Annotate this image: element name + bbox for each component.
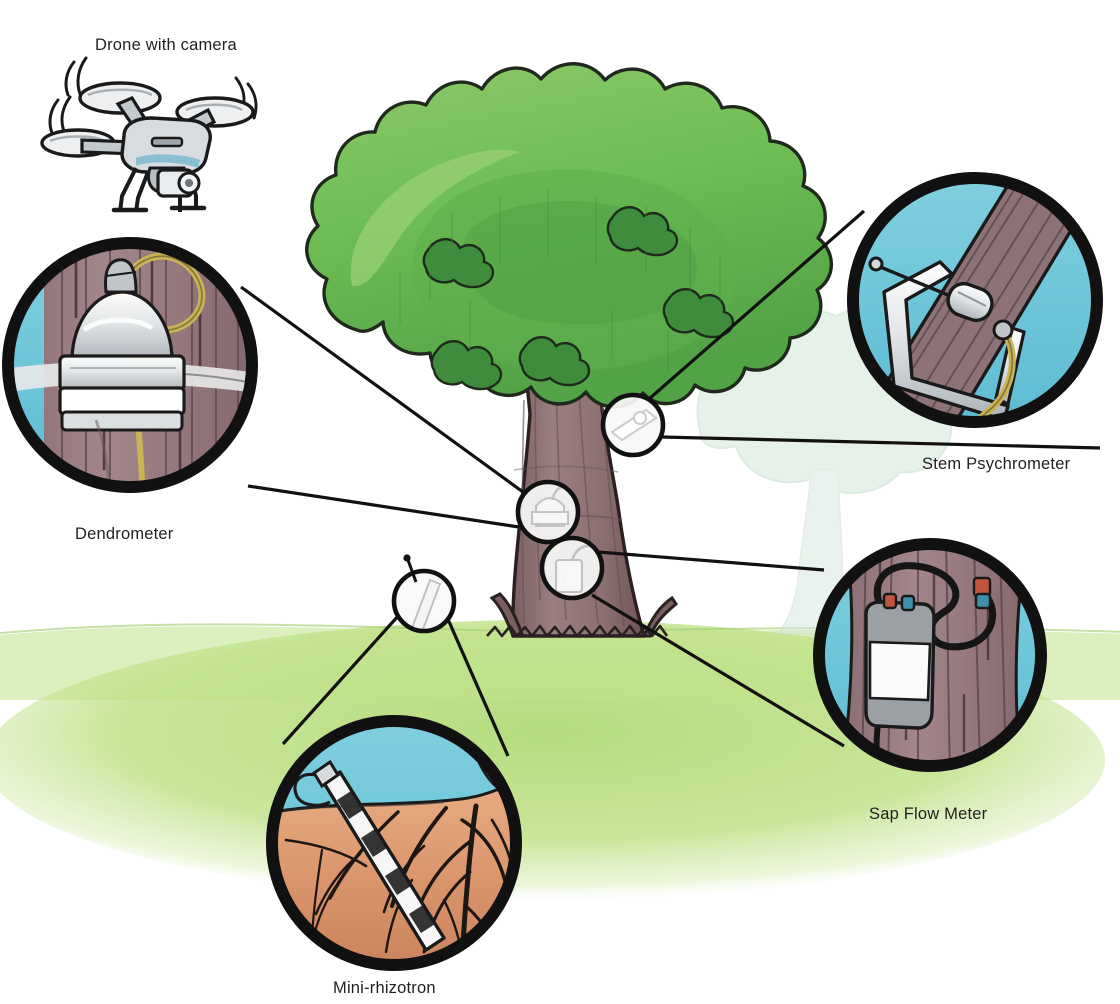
leader-lines [240,209,1101,757]
marker-dendrometer[interactable] [515,479,581,545]
detail-stem-psychrometer[interactable] [847,172,1103,452]
detail-sap-flow-meter[interactable] [813,538,1047,772]
label-sap-flow-meter: Sap Flow Meter [869,805,988,823]
drone-quadcopter[interactable] [40,56,258,213]
detail-mini-rhizotron[interactable] [266,715,522,975]
marker-sap-flow-meter[interactable] [539,535,605,601]
label-dendrometer: Dendrometer [75,525,174,543]
label-mini-rhizotron: Mini-rhizotron [333,979,436,997]
marker-mini-rhizotron[interactable] [391,554,457,634]
label-stem-psychrometer: Stem Psychrometer [922,455,1071,473]
marker-stem-psychrometer[interactable] [600,392,666,458]
detail-dendrometer[interactable] [2,237,258,493]
label-drone-with-camera: Drone with camera [95,36,237,54]
